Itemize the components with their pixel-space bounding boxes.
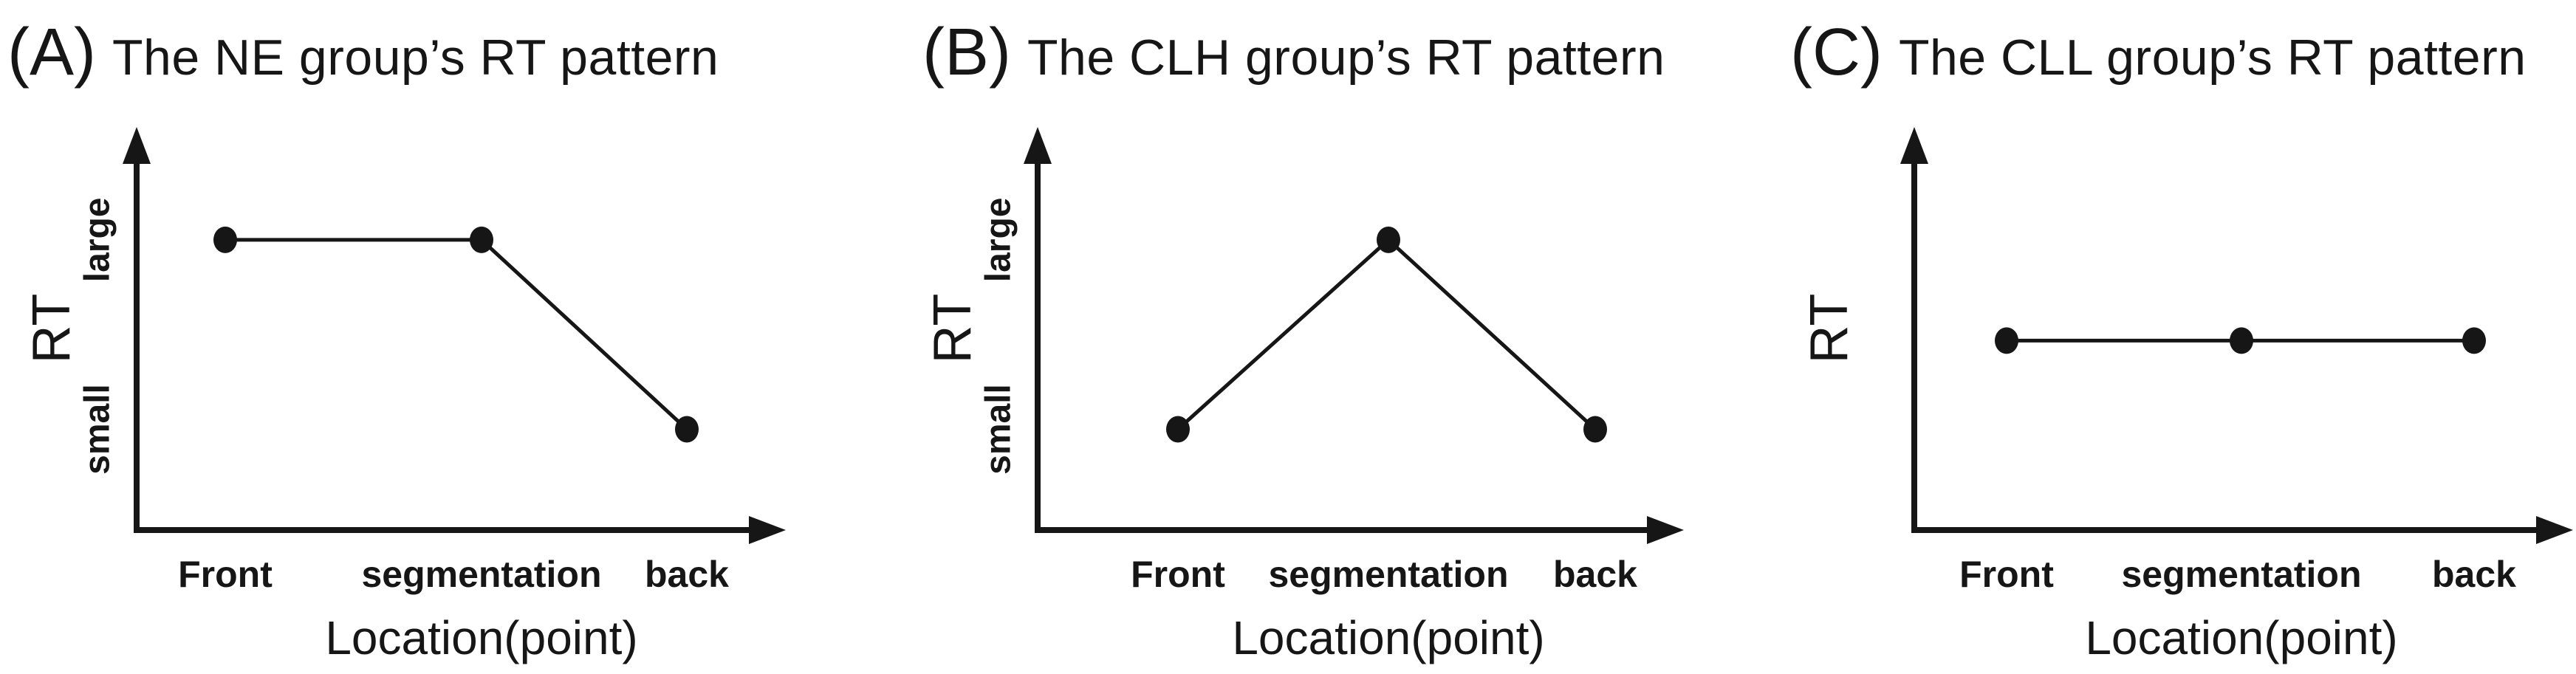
panel-a-x-tick-segmentation: segmentation xyxy=(361,554,601,595)
panel-b-title: (B) The CLH group’s RT pattern xyxy=(922,19,1665,86)
panel-c-x-tick-front: Front xyxy=(1959,554,2054,595)
panel-b-rt-line xyxy=(1176,237,1597,431)
panel-c-data-point-front xyxy=(1995,327,2018,354)
panel-c-label: (C) xyxy=(1790,16,1883,89)
panel-a-data-point-front xyxy=(213,226,237,253)
panel-b-y-tick-large: large xyxy=(979,198,1018,283)
panel-c-x-tick-back: back xyxy=(2432,554,2516,595)
panel-a-x-axis-arrowhead xyxy=(749,516,786,544)
panel-a-title: (A) The NE group’s RT pattern xyxy=(7,19,719,86)
panel-a-y-tick-small: small xyxy=(78,384,117,475)
panel-b-x-tick-front: Front xyxy=(1131,554,1225,595)
panel-c-data-point-segmentation xyxy=(2230,327,2253,354)
panel-b-data-point-back xyxy=(1583,416,1607,443)
panel-c-x-tick-segmentation: segmentation xyxy=(2121,554,2361,595)
panel-b-data-point-segmentation xyxy=(1377,226,1400,253)
panel-c-data-point-back xyxy=(2462,327,2486,354)
panel-c-x-axis-label: Location(point) xyxy=(2085,611,2397,664)
panel-c-y-axis-arrowhead xyxy=(1900,127,1928,164)
panel-b-y-tick-small: small xyxy=(979,384,1018,475)
panel-a-y-tick-large: large xyxy=(78,198,117,283)
panel-b-data-point-front xyxy=(1166,416,1190,443)
panel-c-title: (C) The CLL group’s RT pattern xyxy=(1790,19,2527,86)
panel-a-x-tick-front: Front xyxy=(178,554,273,595)
panel-b-x-axis-label: Location(point) xyxy=(1232,611,1544,664)
panel-b-y-axis-arrowhead xyxy=(1024,127,1052,164)
panel-a-data-point-back xyxy=(675,416,699,443)
panel-c-x-axis-arrowhead xyxy=(2536,516,2573,544)
panel-a-label: (A) xyxy=(7,16,96,89)
panel-b-y-axis-label: RT xyxy=(923,294,982,364)
panel-a-rt-line xyxy=(225,238,688,431)
panel-c-title-text: The CLL group’s RT pattern xyxy=(1898,30,2527,86)
panel-b-title-text: The CLH group’s RT pattern xyxy=(1027,30,1665,86)
panel-b-x-tick-back: back xyxy=(1553,554,1637,595)
panel-a-y-axis-label: RT xyxy=(22,294,81,364)
panel-b-label: (B) xyxy=(922,16,1011,89)
panel-a-x-axis-label: Location(point) xyxy=(325,611,637,664)
panel-a-x-tick-back: back xyxy=(645,554,729,595)
panel-a-title-text: The NE group’s RT pattern xyxy=(112,30,719,86)
panel-a-data-point-segmentation xyxy=(470,226,493,253)
panel-c-y-axis-label: RT xyxy=(1800,294,1859,364)
panel-a-y-axis-arrowhead xyxy=(123,127,151,164)
panel-b-x-tick-segmentation: segmentation xyxy=(1268,554,1508,595)
panel-b-x-axis-arrowhead xyxy=(1647,516,1684,544)
